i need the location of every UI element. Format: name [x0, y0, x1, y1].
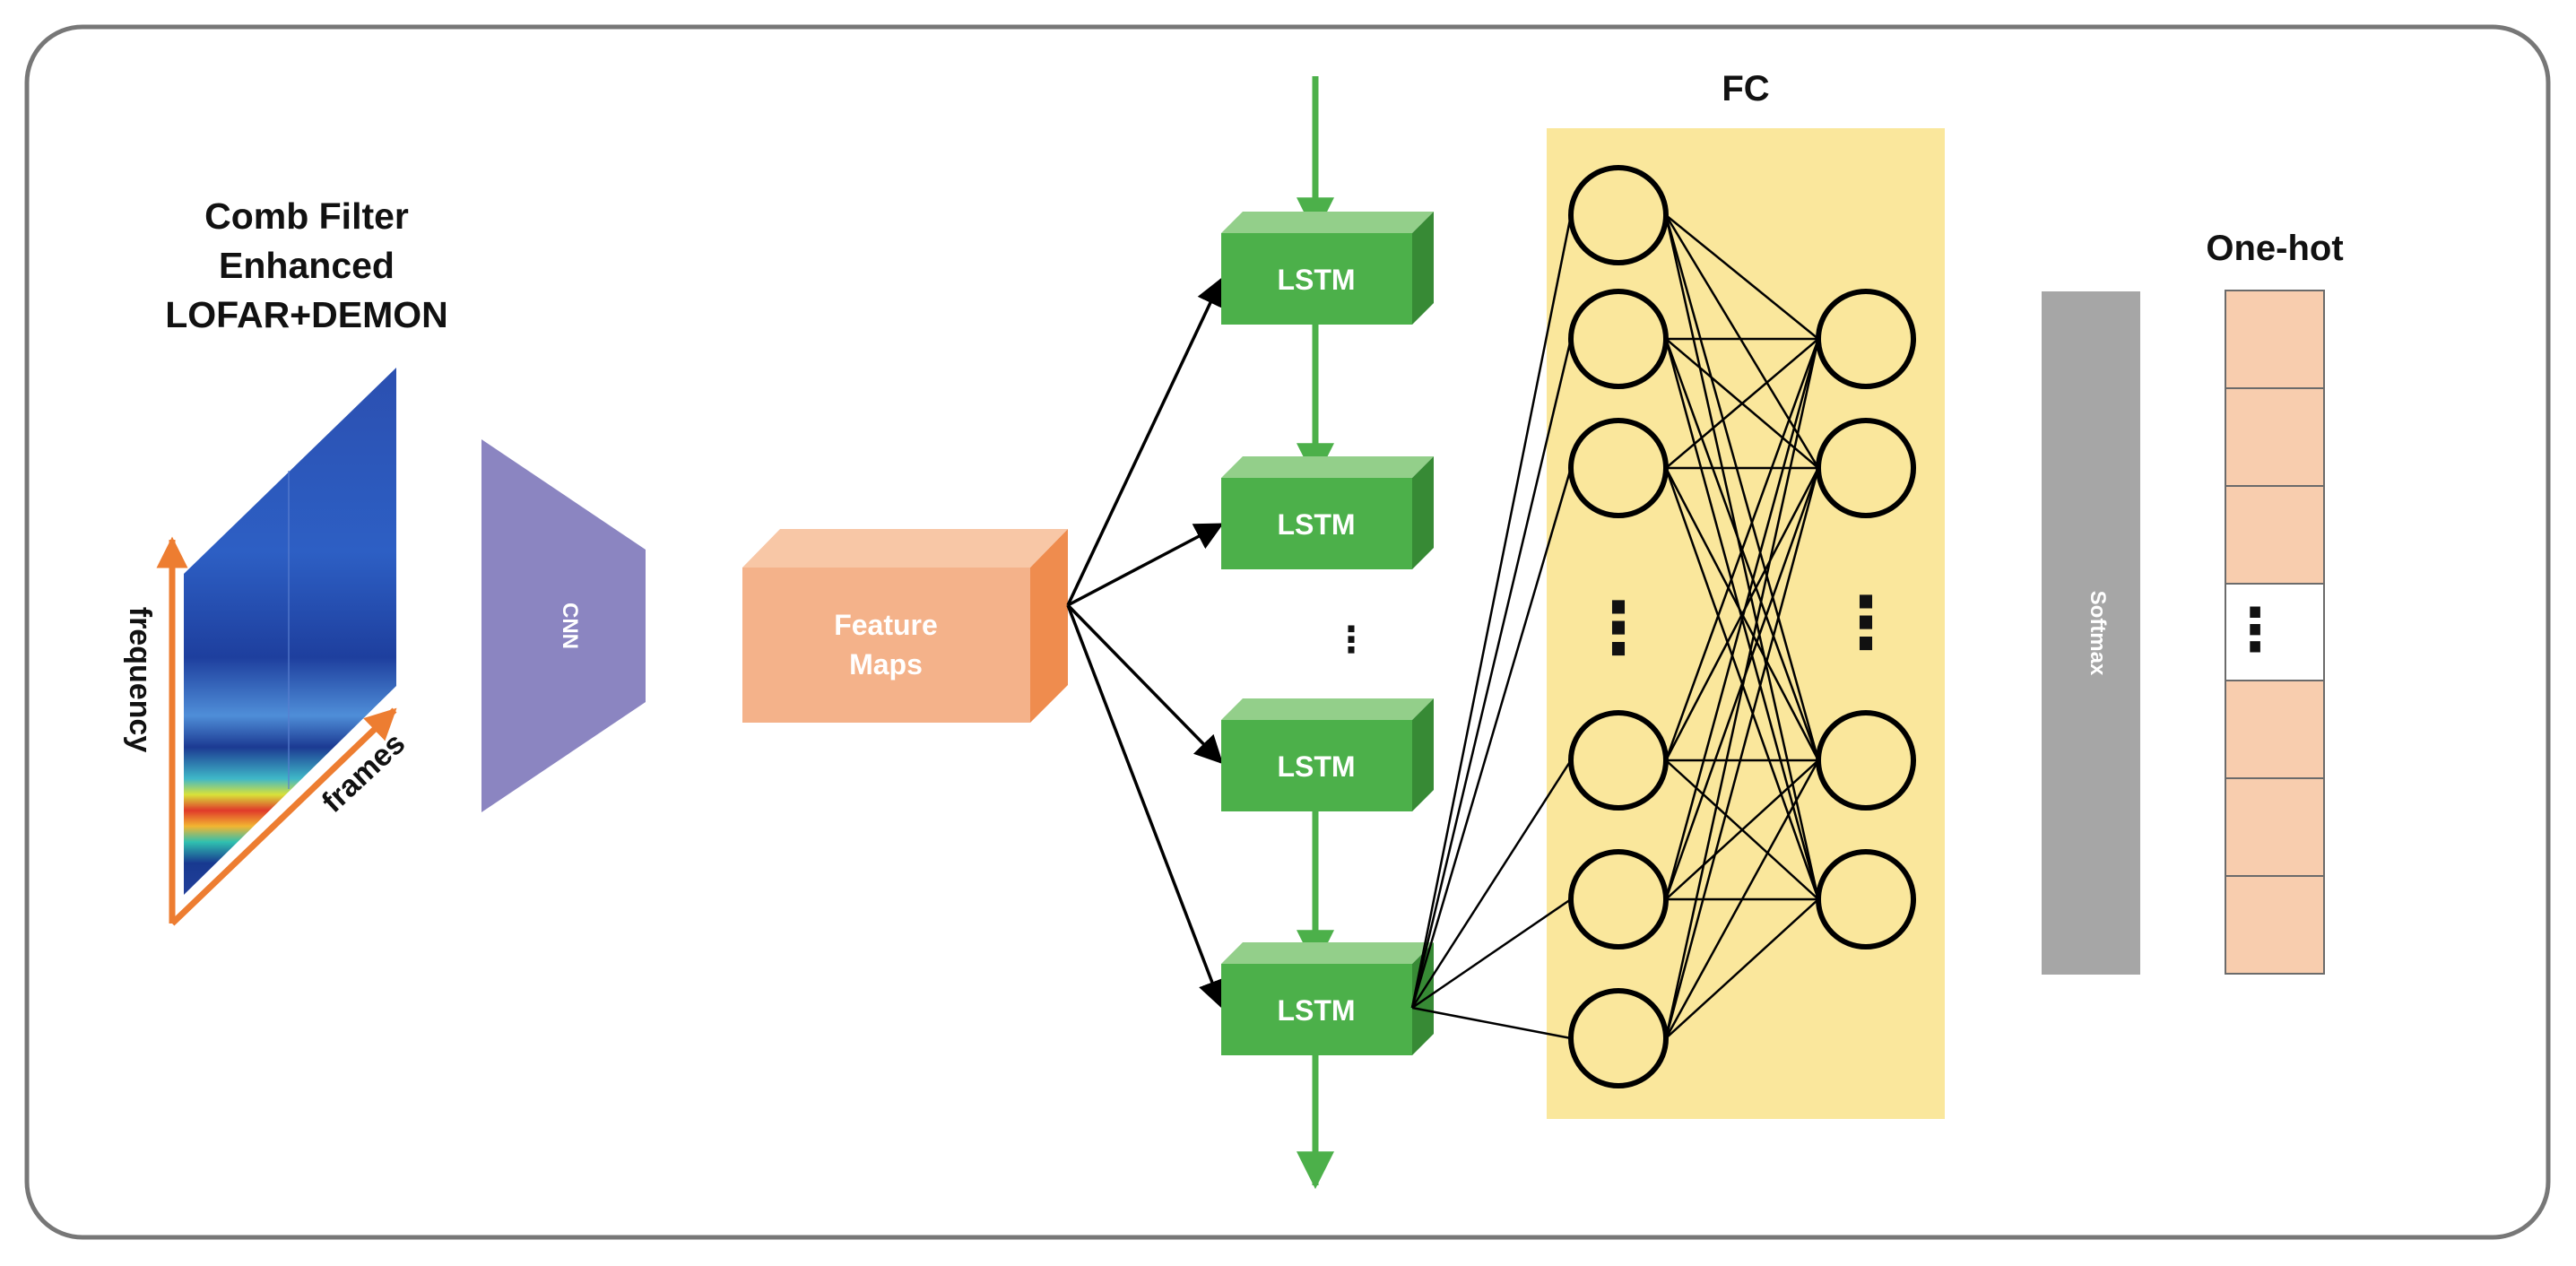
fc-neuron — [1568, 289, 1669, 389]
lstm-cell-2 — [1221, 456, 1434, 569]
fc-input-ellipsis: ⋮ — [1583, 588, 1654, 668]
one-hot-vector — [2225, 290, 2325, 975]
fc-neuron — [1568, 418, 1669, 518]
lstm-cell-2-label: LSTM — [1277, 508, 1355, 541]
cnn-label: CNN — [558, 603, 582, 649]
lstm-cell-1 — [1221, 212, 1434, 325]
one-hot-cell — [2225, 387, 2325, 487]
fc-title: FC — [1722, 69, 1769, 108]
feature-maps-block — [742, 529, 1068, 723]
input-title-line1: Comb Filter — [204, 195, 409, 237]
fc-connections — [1664, 214, 1820, 1039]
lstm-cell-4-label: LSTM — [1277, 994, 1355, 1027]
fc-neuron — [1816, 849, 1916, 950]
frequency-axis-label: frequency — [123, 607, 157, 753]
fc-neuron — [1568, 710, 1669, 811]
one-hot-cell — [2225, 875, 2325, 975]
lstm-ellipsis: ⋮ — [1333, 620, 1369, 660]
feature-maps-label-line2: Maps — [849, 648, 923, 681]
input-title-line2: Enhanced — [219, 245, 395, 286]
lstm-cell-3 — [1221, 698, 1434, 811]
softmax-block — [2042, 291, 2140, 975]
lstm-cell-1-label: LSTM — [1277, 264, 1355, 296]
lstm-cell-3-label: LSTM — [1277, 750, 1355, 783]
spectrogram-image — [184, 368, 396, 895]
cnn-block — [481, 439, 646, 812]
one-hot-title: One-hot — [2206, 229, 2343, 268]
softmax-label: Softmax — [2086, 591, 2110, 676]
fc-input-layer — [1568, 165, 1669, 1088]
fc-neuron — [1816, 418, 1916, 518]
one-hot-ellipsis: ⋮ — [2225, 596, 2285, 663]
one-hot-cell — [2225, 583, 2325, 681]
one-hot-cell — [2225, 290, 2325, 389]
fc-output-ellipsis: ⋮ — [1830, 583, 1902, 663]
one-hot-cell — [2225, 680, 2325, 779]
fc-neuron — [1816, 289, 1916, 389]
fc-neuron — [1568, 988, 1669, 1088]
fc-neuron — [1816, 710, 1916, 811]
fc-neuron — [1568, 165, 1669, 265]
feature-to-lstm-arrows — [1066, 277, 1226, 1009]
lstm-to-fc-connections — [1410, 214, 1573, 1040]
fc-neuron — [1568, 849, 1669, 950]
lstm-cell-4 — [1221, 942, 1434, 1055]
frames-axis-arrow — [169, 707, 397, 926]
one-hot-cell — [2225, 485, 2325, 585]
feature-maps-label-line1: Feature — [834, 609, 938, 641]
input-title-line3: LOFAR+DEMON — [165, 294, 448, 335]
fc-output-layer — [1816, 289, 1916, 950]
one-hot-cell — [2225, 777, 2325, 877]
